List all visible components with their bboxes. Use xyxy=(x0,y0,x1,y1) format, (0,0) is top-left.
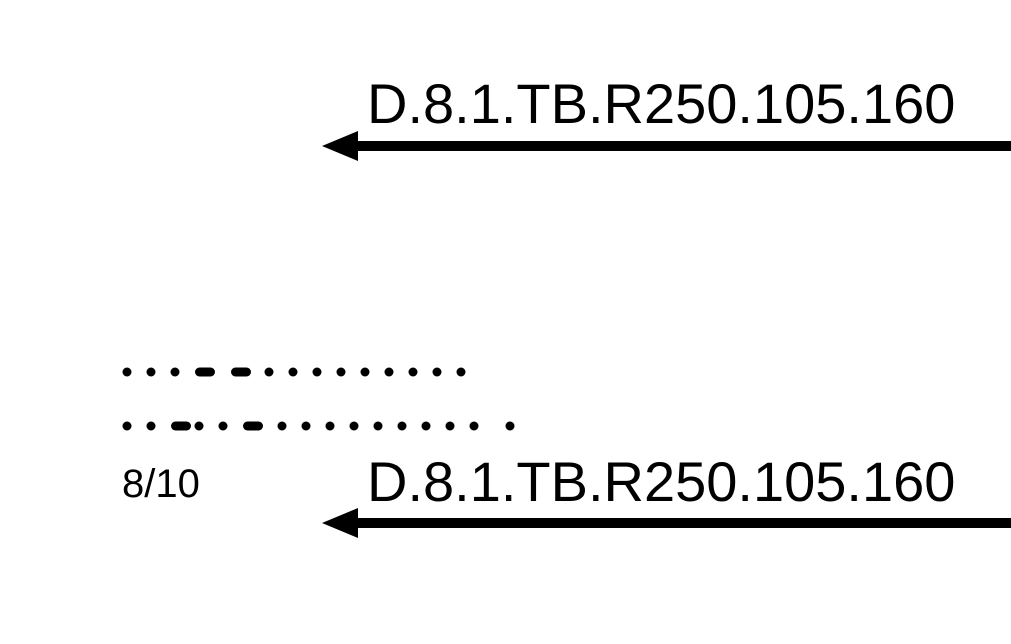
top-connection-label: D.8.1.TB.R250.105.160 xyxy=(367,72,956,135)
dotted-line-lower xyxy=(122,421,515,431)
counter-label: 8/10 xyxy=(122,462,200,506)
bottom-left-arrow-icon xyxy=(322,508,1011,538)
dotted-line-upper xyxy=(122,367,466,377)
top-left-arrow-icon xyxy=(322,131,1011,161)
bottom-connection-label: D.8.1.TB.R250.105.160 xyxy=(367,450,956,513)
